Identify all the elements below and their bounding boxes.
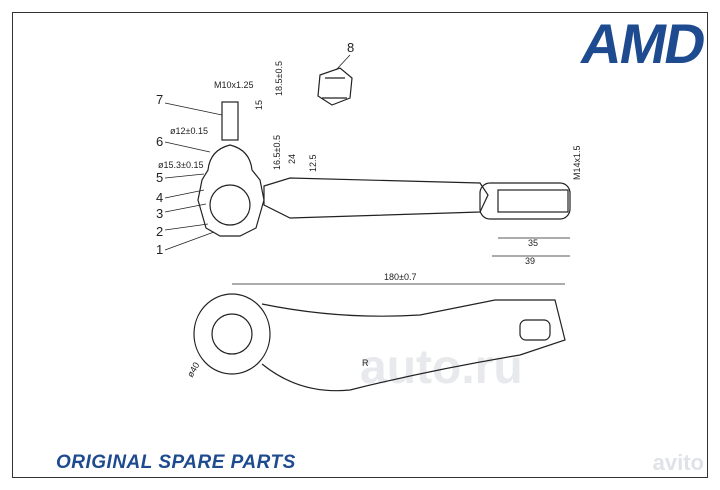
label-dim185: 18.5±0.5 <box>274 61 284 96</box>
part-number-7: 7 <box>156 92 163 107</box>
part-number-6: 6 <box>156 134 163 149</box>
label-dim24: 24 <box>287 154 297 164</box>
label-thread-tube: M14x1.5 <box>572 145 582 180</box>
label-dim15: 15 <box>254 100 264 110</box>
threaded-stud <box>221 101 239 141</box>
tie-rod-body <box>263 177 489 219</box>
footer-tagline: ORIGINAL SPARE PARTS <box>56 452 296 473</box>
label-thread-ball: M10x1.25 <box>214 80 254 90</box>
label-dim39: 39 <box>525 256 535 266</box>
label-dia40: ø40 <box>185 361 201 379</box>
ball-joint-body <box>197 144 265 237</box>
tube-end <box>479 182 571 220</box>
ball <box>209 184 251 226</box>
label-dim165: 16.5±0.5 <box>272 135 282 170</box>
label-dim125: 12.5 <box>308 154 318 172</box>
avito-watermark: avito <box>652 450 704 475</box>
part-number-4: 4 <box>156 190 163 205</box>
drawing-frame <box>12 12 708 478</box>
bottom-arm <box>261 299 566 392</box>
label-dim35: 35 <box>528 238 538 248</box>
part-number-8: 8 <box>347 40 354 55</box>
part-number-5: 5 <box>156 170 163 185</box>
label-dia12: ø12±0.15 <box>170 126 208 136</box>
part-number-3: 3 <box>156 206 163 221</box>
bottom-eye <box>193 293 271 375</box>
label-dim180: 180±0.7 <box>384 272 416 282</box>
label-dia15: ø15.3±0.15 <box>158 160 203 170</box>
part-number-2: 2 <box>156 224 163 239</box>
label-r: R <box>362 358 369 368</box>
center-watermark: auto.ru <box>360 341 523 394</box>
part-number-1: 1 <box>156 242 163 257</box>
nut-shape <box>317 67 353 106</box>
